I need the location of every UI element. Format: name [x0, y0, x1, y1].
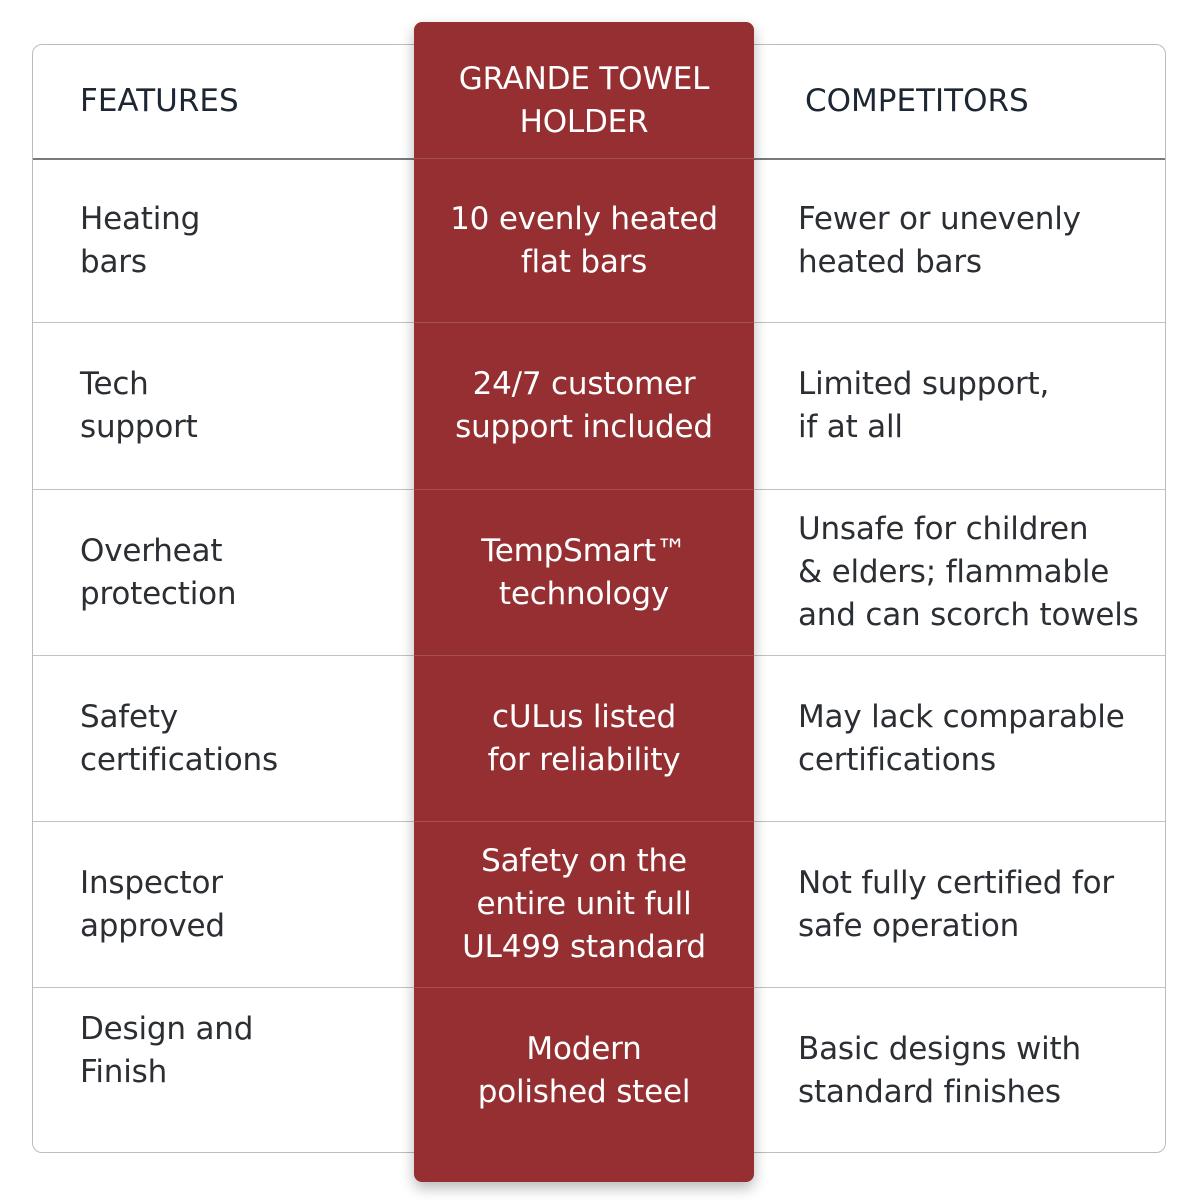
header-product: GRANDE TOWEL HOLDER [458, 61, 710, 140]
competitor-cell: Not fully certified for safe operation [798, 864, 1114, 944]
product-cell: Safety on the entire unit full UL499 sta… [462, 843, 706, 965]
product-cell: 24/7 customer support included [455, 366, 713, 445]
product-cell: TempSmart™ technology [481, 532, 687, 612]
product-column-divider [414, 655, 754, 656]
product-column-divider [414, 489, 754, 490]
product-column-divider [414, 821, 754, 822]
header-competitors: COMPETITORS [805, 82, 1029, 119]
product-column-divider [414, 987, 754, 988]
feature-cell: Tech support [80, 366, 198, 445]
competitor-cell: Fewer or unevenly heated bars [798, 201, 1081, 280]
competitor-cell: Limited support, if at all [798, 366, 1050, 445]
product-cell: Modern polished steel [477, 1030, 691, 1110]
header-features: FEATURES [80, 82, 239, 119]
feature-cell: Design and Finish [80, 1011, 254, 1090]
feature-cell: Heating bars [80, 201, 201, 280]
competitor-cell: Basic designs with standard finishes [798, 1030, 1081, 1110]
feature-cell: Inspector approved [80, 864, 225, 944]
feature-cell: Safety certifications [80, 698, 278, 778]
product-cell: 10 evenly heated flat bars [450, 201, 718, 280]
feature-cell: Overheat protection [80, 532, 237, 612]
competitor-cell: Unsafe for children & elders; flammable … [798, 511, 1139, 633]
product-cell: cULus listed for reliability [487, 698, 681, 778]
product-column-divider [414, 158, 754, 159]
competitor-cell: May lack comparable certifications [798, 698, 1125, 778]
product-column-divider [414, 322, 754, 323]
product-column-highlight [414, 22, 754, 1182]
